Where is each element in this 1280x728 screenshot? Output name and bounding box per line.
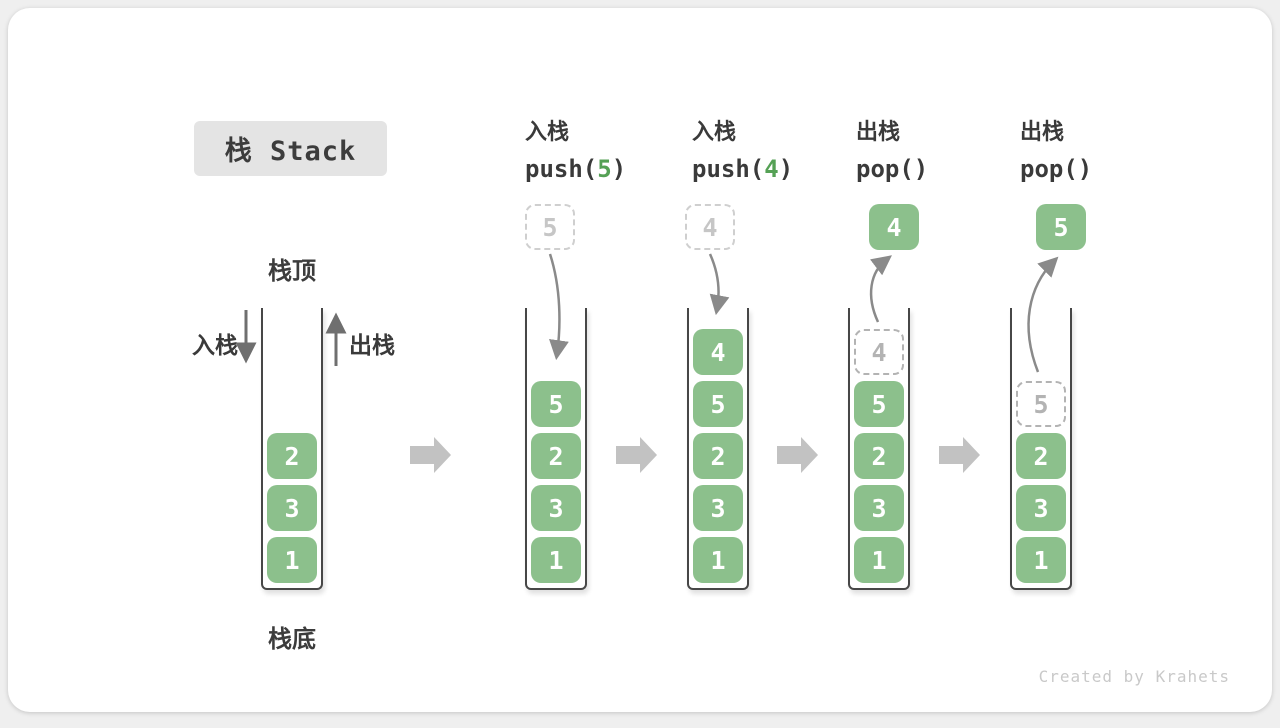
stack-cell: 2: [693, 433, 743, 479]
op-arg-4: 4: [764, 155, 779, 183]
stack-cell: 2: [267, 433, 317, 479]
stack-cell: 5: [693, 381, 743, 427]
diagram-card: 栈 Stack 入栈 push(5) 入栈 push(4) 出栈 pop() 出…: [8, 8, 1272, 712]
op-code-push-4: push(4): [692, 155, 794, 183]
title-badge: 栈 Stack: [194, 121, 387, 176]
stack-cell: 3: [531, 485, 581, 531]
stack-cell: 3: [1016, 485, 1066, 531]
op-label-pop-2: 出栈 pop(): [1020, 114, 1092, 183]
stack-cell: 1: [267, 537, 317, 583]
next-step-arrow-icon: [410, 437, 451, 473]
push-side-label: 入栈: [192, 332, 238, 358]
next-step-arrow-icon: [616, 437, 657, 473]
stack-bottom-label: 栈底: [268, 626, 316, 653]
next-step-arrow-icon: [777, 437, 818, 473]
op-label-pop-1: 出栈 pop(): [856, 114, 928, 183]
stack-cell: 1: [1016, 537, 1066, 583]
op-code-pop-2: pop(): [1020, 155, 1093, 183]
floating-dashed-cell: 4: [685, 204, 735, 250]
push-curve-arrow-icon: [708, 253, 730, 316]
stack-cell: 3: [693, 485, 743, 531]
stack-cell: 3: [854, 485, 904, 531]
stack-cell: 5: [854, 381, 904, 427]
op-cn-push-4: 入栈: [692, 119, 737, 144]
popped-cell: 5: [1036, 204, 1086, 250]
op-arg-5: 5: [597, 155, 612, 183]
ghost-cell: 5: [1016, 381, 1066, 427]
stack-cell: 1: [693, 537, 743, 583]
stack-top-label: 栈顶: [268, 258, 316, 285]
stack-cell: 4: [693, 329, 743, 375]
op-code-pop-1: pop(): [856, 155, 929, 183]
next-step-arrow-icon: [939, 437, 980, 473]
stack-cell: 1: [531, 537, 581, 583]
ghost-cell: 4: [854, 329, 904, 375]
stack-cell: 5: [531, 381, 581, 427]
op-cn-push-5: 入栈: [525, 119, 570, 144]
stack-cell: 2: [531, 433, 581, 479]
page-title: 栈 Stack: [224, 136, 357, 167]
op-cn-pop-2: 出栈: [1020, 119, 1065, 144]
op-code-push-5: push(5): [525, 155, 627, 183]
floating-dashed-cell: 5: [525, 204, 575, 250]
stack-cell: 2: [1016, 433, 1066, 479]
stack-cell: 2: [854, 433, 904, 479]
popped-cell: 4: [869, 204, 919, 250]
stack-cell: 3: [267, 485, 317, 531]
watermark: Created by Krahets: [1038, 667, 1230, 686]
stack-cell: 1: [854, 537, 904, 583]
pop-side-label: 出栈: [349, 332, 395, 358]
op-cn-pop-1: 出栈: [856, 119, 901, 144]
op-label-push-4: 入栈 push(4): [692, 114, 793, 183]
op-label-push-5: 入栈 push(5): [525, 114, 626, 183]
